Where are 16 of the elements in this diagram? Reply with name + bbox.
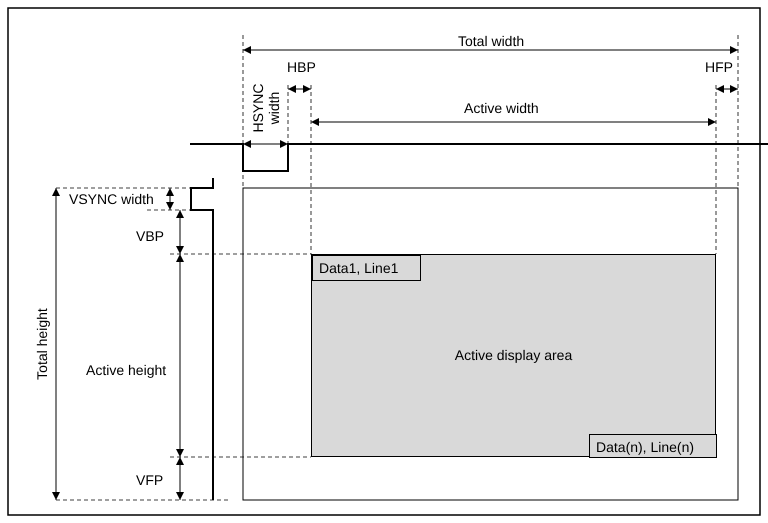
dimension-label: Active width — [464, 100, 539, 116]
corner-box — [589, 434, 717, 458]
area-label: Data1, Line1 — [319, 260, 398, 276]
dimension-label: VBP — [136, 228, 164, 244]
dimension-label: VFP — [136, 472, 164, 488]
area-label: Data(n), Line(n) — [596, 439, 694, 455]
dimension-label: HFP — [705, 59, 733, 75]
corner-box — [312, 255, 421, 281]
dimension-label: HBP — [287, 59, 316, 75]
dimension-label: Total width — [458, 33, 524, 49]
dimension-label: Total height — [34, 307, 50, 382]
dimension-label: Active height — [86, 362, 166, 378]
dimension-label: VSYNC width — [69, 191, 154, 207]
display-area — [311, 254, 716, 457]
area-label: Active display area — [454, 347, 572, 363]
dimension-label: HSYNC width — [250, 83, 282, 133]
